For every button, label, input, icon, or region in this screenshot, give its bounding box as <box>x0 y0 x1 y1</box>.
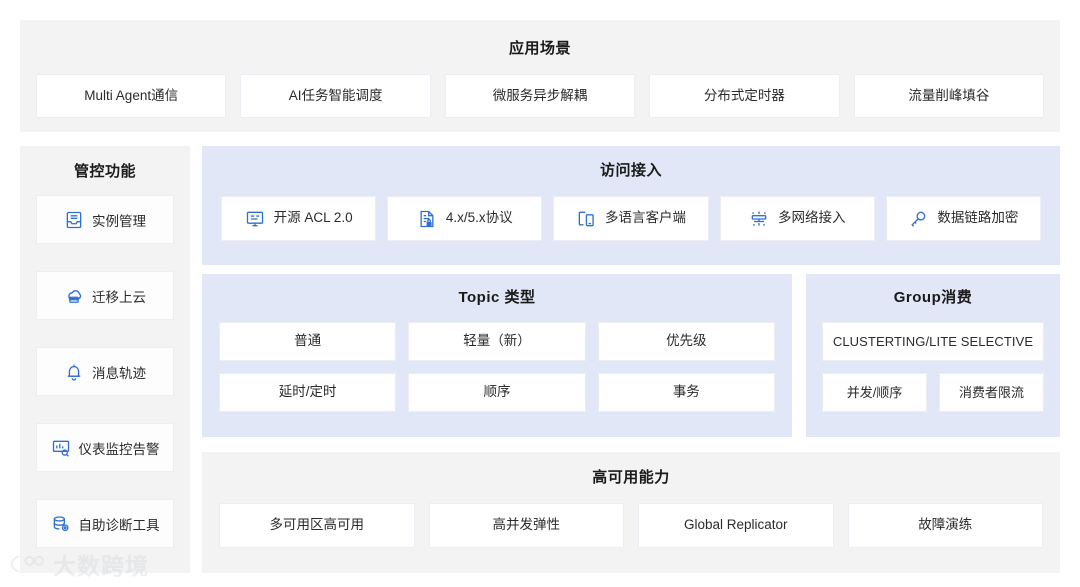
database-gear-icon <box>51 514 71 534</box>
group-consumption-section: Group消费 CLUSTERTING/LITE SELECTIVE 并发/顺序… <box>806 274 1060 437</box>
application-scenarios-title: 应用场景 <box>508 40 571 57</box>
topic-card[interactable]: 轻量（新） <box>408 322 586 361</box>
ha-card[interactable]: Global Replicator <box>638 503 834 548</box>
topic-types-row-1: 普通 轻量（新） 优先级 <box>202 322 792 361</box>
network-hub-icon <box>749 209 769 229</box>
sidebar-item-self-diagnosis-tool[interactable]: 自助诊断工具 <box>36 499 174 548</box>
access-card-label: 数据链路加密 <box>937 210 1019 226</box>
group-card[interactable]: 消费者限流 <box>939 373 1044 412</box>
management-functions-sidebar: 管控功能 实例管理 迁移上云 <box>20 146 190 573</box>
sidebar-item-label: 迁移上云 <box>92 289 146 305</box>
scenario-card[interactable]: 分布式定时器 <box>649 74 840 118</box>
document-lock-icon <box>417 209 437 229</box>
sidebar-item-cloud-migration[interactable]: 迁移上云 <box>36 271 174 320</box>
sidebar-item-message-trace[interactable]: 消息轨迹 <box>36 347 174 396</box>
topic-card[interactable]: 事务 <box>597 373 775 412</box>
group-consumption-title: Group消费 <box>893 289 973 306</box>
topic-card[interactable]: 顺序 <box>408 373 586 412</box>
cloud-upload-icon <box>64 286 84 306</box>
monitor-chart-icon <box>51 438 71 458</box>
devices-icon <box>576 209 596 229</box>
topic-card[interactable]: 优先级 <box>597 322 775 361</box>
topic-card[interactable]: 延时/定时 <box>219 373 397 412</box>
scenario-card[interactable]: Multi Agent通信 <box>36 74 227 118</box>
access-card-label: 多网络接入 <box>777 210 846 226</box>
group-consumption-row-1: CLUSTERTING/LITE SELECTIVE <box>806 322 1060 361</box>
application-scenarios-section: 应用场景 Multi Agent通信 AI任务智能调度 微服务异步解耦 分布式定… <box>20 20 1060 132</box>
topic-types-row-2: 延时/定时 顺序 事务 <box>202 373 792 412</box>
key-icon <box>908 209 928 229</box>
access-card-protocol[interactable]: 4.x/5.x协议 <box>387 196 543 241</box>
right-column: 访问接入 开源 ACL 2.0 <box>202 146 1060 573</box>
application-scenarios-list: Multi Agent通信 AI任务智能调度 微服务异步解耦 分布式定时器 流量… <box>20 74 1060 118</box>
ha-card[interactable]: 高并发弹性 <box>428 503 624 548</box>
sidebar-item-label: 自助诊断工具 <box>78 517 160 533</box>
topic-group-row: Topic 类型 普通 轻量（新） 优先级 延时/定时 顺序 事务 Group消… <box>202 274 1060 437</box>
topic-types-title: Topic 类型 <box>458 289 536 306</box>
scenario-card[interactable]: AI任务智能调度 <box>240 74 431 118</box>
sidebar-item-dashboard-alert[interactable]: 仪表监控告警 <box>36 423 174 472</box>
ha-card[interactable]: 多可用区高可用 <box>219 503 415 548</box>
access-list: 开源 ACL 2.0 4.x/5.x协议 <box>202 196 1060 241</box>
scenario-card[interactable]: 流量削峰填谷 <box>853 74 1045 118</box>
group-card[interactable]: 并发/顺序 <box>822 373 927 412</box>
ha-card[interactable]: 故障演练 <box>847 503 1043 548</box>
bell-icon <box>64 362 84 382</box>
access-section: 访问接入 开源 ACL 2.0 <box>202 146 1060 265</box>
high-availability-list: 多可用区高可用 高并发弹性 Global Replicator 故障演练 <box>202 503 1060 548</box>
high-availability-section: 高可用能力 多可用区高可用 高并发弹性 Global Replicator 故障… <box>202 452 1060 573</box>
inbox-tray-icon <box>64 210 84 230</box>
scenario-card[interactable]: 微服务异步解耦 <box>444 74 636 118</box>
access-card-label: 多语言客户端 <box>605 210 686 226</box>
group-consumption-row-2: 并发/顺序 消费者限流 <box>806 373 1060 412</box>
topic-card[interactable]: 普通 <box>219 322 397 361</box>
access-card-link-encryption[interactable]: 数据链路加密 <box>885 196 1042 241</box>
sidebar-item-label: 消息轨迹 <box>92 365 146 381</box>
access-card-multi-network[interactable]: 多网络接入 <box>719 196 875 241</box>
group-card[interactable]: CLUSTERTING/LITE SELECTIVE <box>822 322 1044 361</box>
sidebar-item-label: 仪表监控告警 <box>78 441 160 457</box>
access-card-label: 开源 ACL 2.0 <box>273 210 353 226</box>
access-card-acl[interactable]: 开源 ACL 2.0 <box>221 196 377 241</box>
access-title: 访问接入 <box>599 162 662 179</box>
high-availability-title: 高可用能力 <box>592 469 670 486</box>
access-card-multi-language-client[interactable]: 多语言客户端 <box>553 196 709 241</box>
sidebar-item-label: 实例管理 <box>92 213 146 229</box>
monitor-icon <box>245 209 265 229</box>
management-functions-title: 管控功能 <box>73 163 136 180</box>
sidebar-item-instance-management[interactable]: 实例管理 <box>36 195 174 244</box>
access-card-label: 4.x/5.x协议 <box>445 210 513 226</box>
topic-types-section: Topic 类型 普通 轻量（新） 优先级 延时/定时 顺序 事务 <box>202 274 792 437</box>
